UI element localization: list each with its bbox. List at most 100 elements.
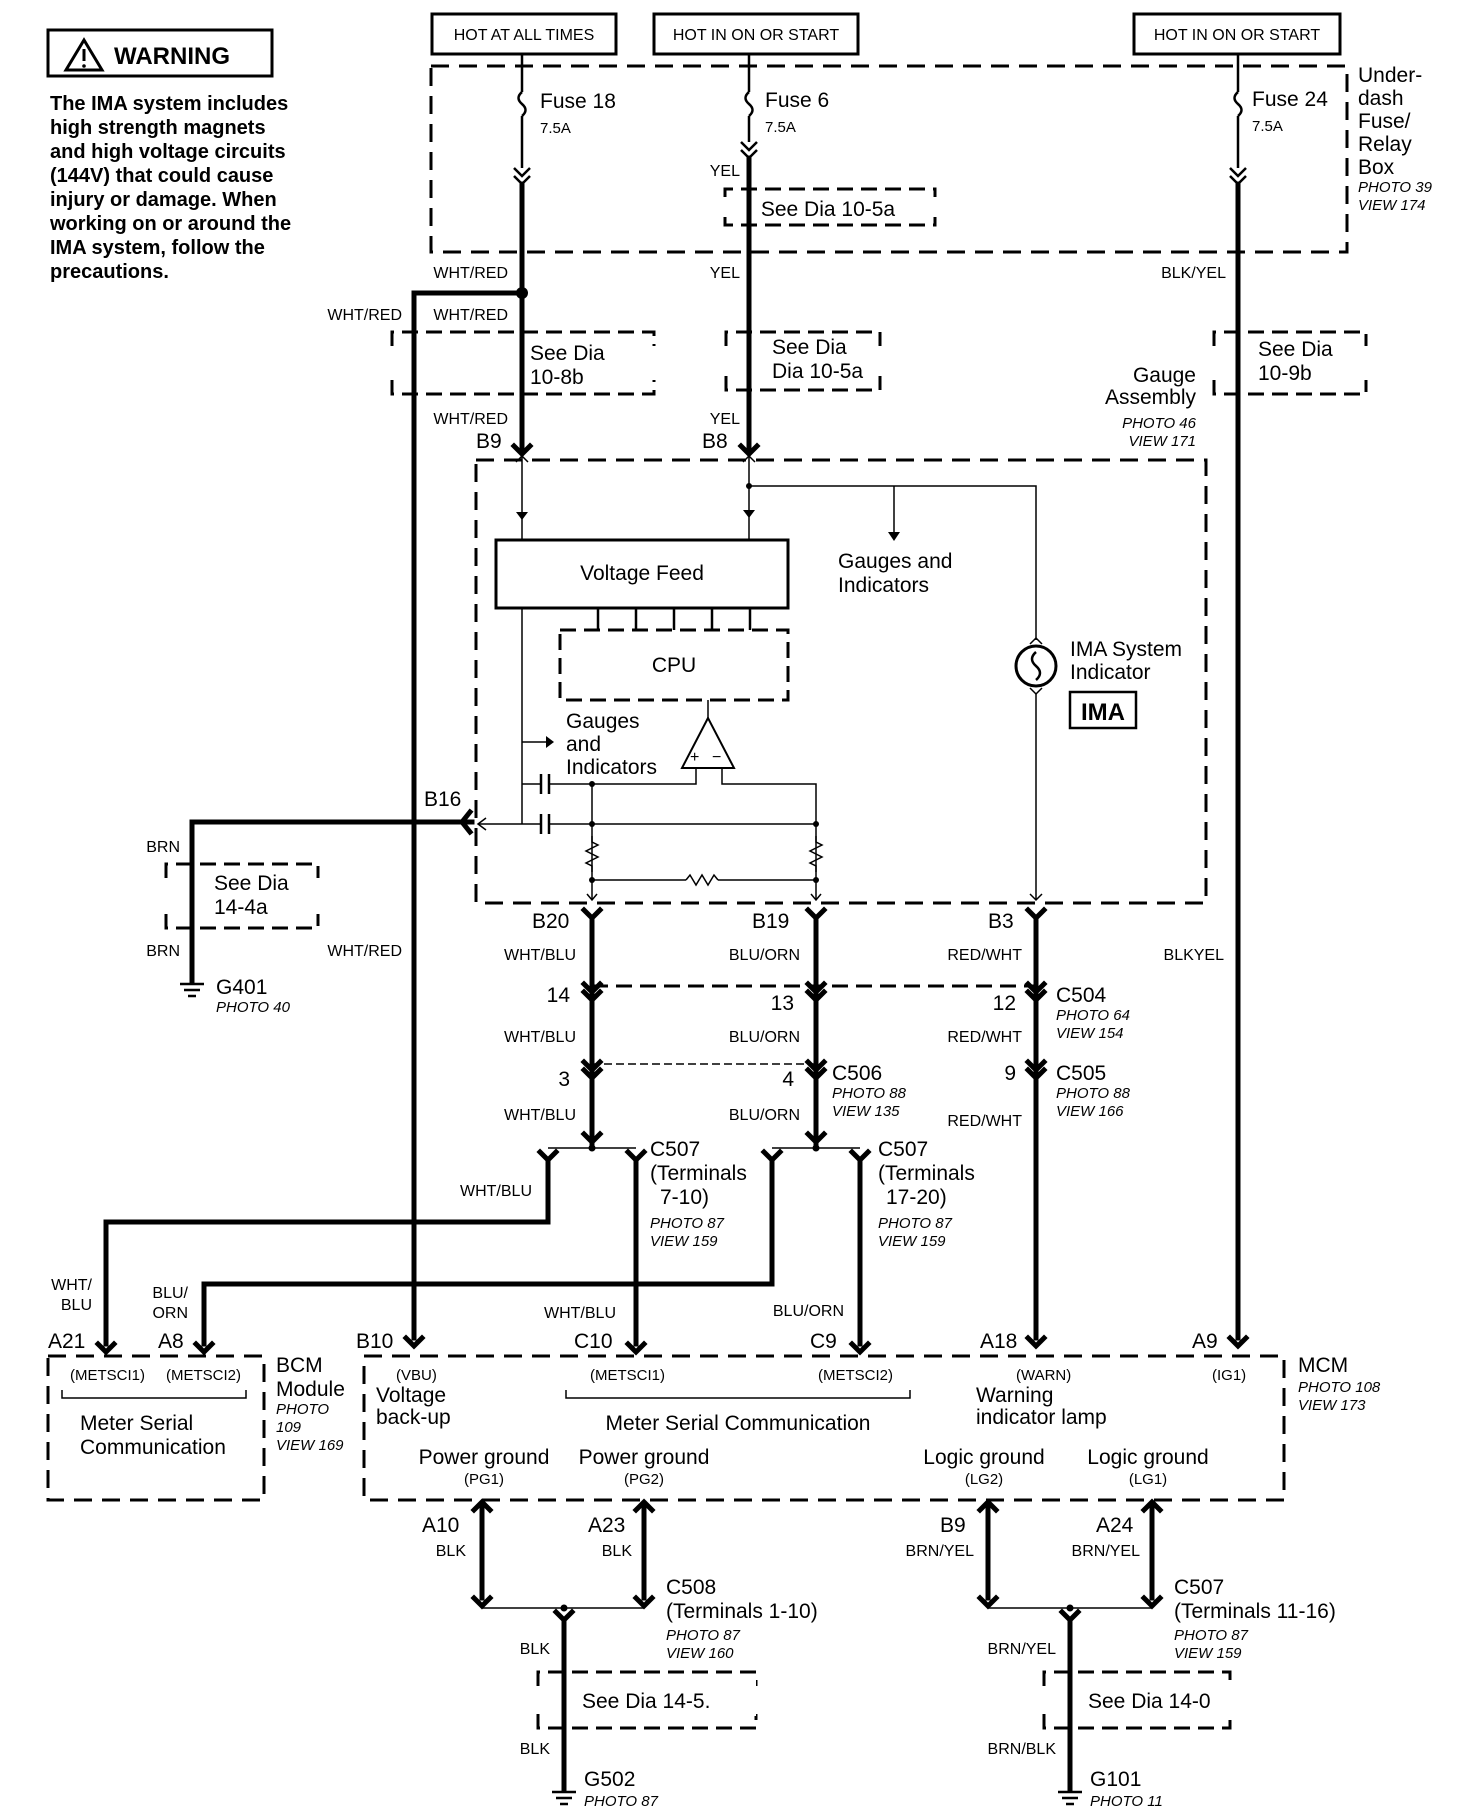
wire-label-blk-3: BLK [520, 1641, 551, 1658]
wire-label-wht-blu-2: WHT/BLU [504, 1029, 576, 1046]
wire-label-wht-blu-3: WHT/BLU [504, 1107, 576, 1124]
c507b-view: VIEW 159 [878, 1233, 946, 1250]
wire-label-brn-yel-2: BRN/YEL [1072, 1543, 1141, 1560]
mcm-photo: PHOTO 108 [1298, 1379, 1381, 1396]
bcm-func-1: Meter Serial [80, 1412, 193, 1435]
c507a-view: VIEW 159 [650, 1233, 718, 1250]
ground-g401-photo: PHOTO 40 [216, 999, 291, 1016]
ref-dia-10-5a-mid-line-1: See Dia [772, 336, 847, 359]
wire-label-blk-4: BLK [520, 1741, 551, 1758]
c507a-line-1: C507 [650, 1138, 700, 1161]
c507b-line-3: 17-20) [886, 1186, 947, 1209]
fuse-18-rating: 7.5A [540, 120, 571, 137]
wire-label-red-wht-2: RED/WHT [947, 1029, 1022, 1046]
pin-a24: A24 [1096, 1514, 1134, 1537]
ref-dia-14-4a-line-1: See Dia [214, 872, 289, 895]
wire-label-wht-blu-4: WHT/BLU [460, 1183, 532, 1200]
pin-a18: A18 [980, 1330, 1017, 1353]
wire-label-blu-orn-2: BLU/ORN [729, 1029, 800, 1046]
wire-label-red-wht-3: RED/WHT [947, 1113, 1022, 1130]
c504-name: C504 [1056, 984, 1107, 1007]
mcm-lg2-code: (LG2) [965, 1471, 1003, 1488]
c505-name: C505 [1056, 1062, 1106, 1085]
pin-3: 3 [558, 1068, 570, 1091]
gauge-view: VIEW 171 [1128, 433, 1196, 450]
pin-13: 13 [771, 992, 794, 1015]
bcm-photo-2: 109 [276, 1419, 302, 1436]
fuse-6-icon [744, 91, 754, 117]
source-hot-on-start-1 [652, 12, 860, 56]
wire-label-brn-1: BRN [146, 839, 180, 856]
op-amp-plus: + [690, 749, 699, 766]
pin-a23: A23 [588, 1514, 625, 1537]
wire-label-wht-blu-1: WHT/BLU [504, 947, 576, 964]
wire-label-wht-red-5: WHT/RED [327, 943, 402, 960]
pin-b9: B9 [476, 430, 502, 453]
wire-label-blk-2: BLK [602, 1543, 633, 1560]
c508-line-1: C508 [666, 1576, 716, 1599]
mcm-pg2: Power ground [579, 1446, 710, 1469]
pin-b10: B10 [356, 1330, 393, 1353]
ref-dia-14-5: See Dia 14-5. [582, 1690, 710, 1713]
c506-photo: PHOTO 88 [832, 1085, 907, 1102]
fuse-18-icon [517, 91, 527, 117]
pin-9: 9 [1004, 1062, 1016, 1085]
warning-block: WARNING The IMA system includes high str… [46, 28, 291, 283]
bcm-sig2: (METSCI2) [166, 1367, 241, 1384]
fuse-18-name: Fuse 18 [540, 90, 616, 113]
mcm-lg1: Logic ground [1087, 1446, 1208, 1469]
cpu-box [558, 628, 790, 702]
c507b-line-2: (Terminals [878, 1162, 975, 1185]
ground-g401-icon [180, 982, 204, 998]
wire-label-blkyel: BLKYEL [1164, 947, 1225, 964]
gauges-mid-line-2: and [566, 733, 601, 756]
fuse-box-label-1: Under- [1358, 64, 1422, 87]
c507a-line-3: 7-10) [660, 1186, 709, 1209]
pin-12: 12 [993, 992, 1016, 1015]
c506-name: C506 [832, 1062, 882, 1085]
ref-dia-10-9b-bracket [1212, 330, 1368, 396]
wire-label-yel-3: YEL [710, 411, 740, 428]
wire-label-brn-yel-3: BRN/YEL [988, 1641, 1057, 1658]
c506-view: VIEW 135 [832, 1103, 900, 1120]
pin-a10: A10 [422, 1514, 459, 1537]
fuse-box-label-3: Fuse/ [1358, 110, 1411, 133]
ref-dia-10-8b-line-1: See Dia [530, 342, 605, 365]
wire-label-yel-2: YEL [710, 265, 740, 282]
wire-label-brn-yel-1: BRN/YEL [906, 1543, 975, 1560]
voltage-feed-label: Voltage Feed [580, 562, 704, 585]
wire-label-wht-blu-5: WHT/BLU [544, 1305, 616, 1322]
warning-line-2: high strength magnets [50, 117, 266, 139]
fuse-box-photo: PHOTO 39 [1358, 179, 1433, 196]
c507c-line-2: (Terminals 11-16) [1174, 1600, 1336, 1623]
fuse-6-name: Fuse 6 [765, 89, 829, 112]
resistor-right [808, 836, 824, 872]
mcm-pg1-code: (PG1) [464, 1471, 504, 1488]
gauges-top-line-2: Indicators [838, 574, 929, 597]
ground-g101-icon [1058, 1790, 1082, 1806]
gauge-title-1: Gauge [1133, 364, 1196, 387]
bcm-view: VIEW 169 [276, 1437, 344, 1454]
cpu-label: CPU [652, 654, 696, 677]
wire-label-blu-orn-split-2: ORN [152, 1305, 188, 1322]
bcm-title-2: Module [276, 1378, 345, 1401]
ref-dia-14-4a-line-2: 14-4a [214, 896, 268, 919]
mcm-lg1-code: (LG1) [1129, 1471, 1167, 1488]
pin-14: 14 [547, 984, 571, 1007]
mcm-metsci2: (METSCI2) [818, 1367, 893, 1384]
pin-a9: A9 [1192, 1330, 1218, 1353]
mcm-vbu-desc-1: Voltage [376, 1384, 446, 1407]
wire-label-blu-orn-3: BLU/ORN [729, 1107, 800, 1124]
mcm-lg2: Logic ground [923, 1446, 1044, 1469]
warning-line-7: IMA system, follow the [50, 237, 265, 259]
ref-dia-14-4a-bracket [164, 862, 320, 930]
warning-line-5: injury or damage. When [50, 189, 277, 211]
c505-view: VIEW 166 [1056, 1103, 1124, 1120]
wire-label-wht-blu-split-2: BLU [61, 1297, 92, 1314]
fuse-box-outline [429, 64, 1349, 254]
pin-4: 4 [782, 1068, 794, 1091]
wire-label-wht-red-2: WHT/RED [327, 307, 402, 324]
c504-photo: PHOTO 64 [1056, 1007, 1130, 1024]
c507b-line-1: C507 [878, 1138, 928, 1161]
ref-dia-10-5a-top: See Dia 10-5a [761, 198, 896, 221]
